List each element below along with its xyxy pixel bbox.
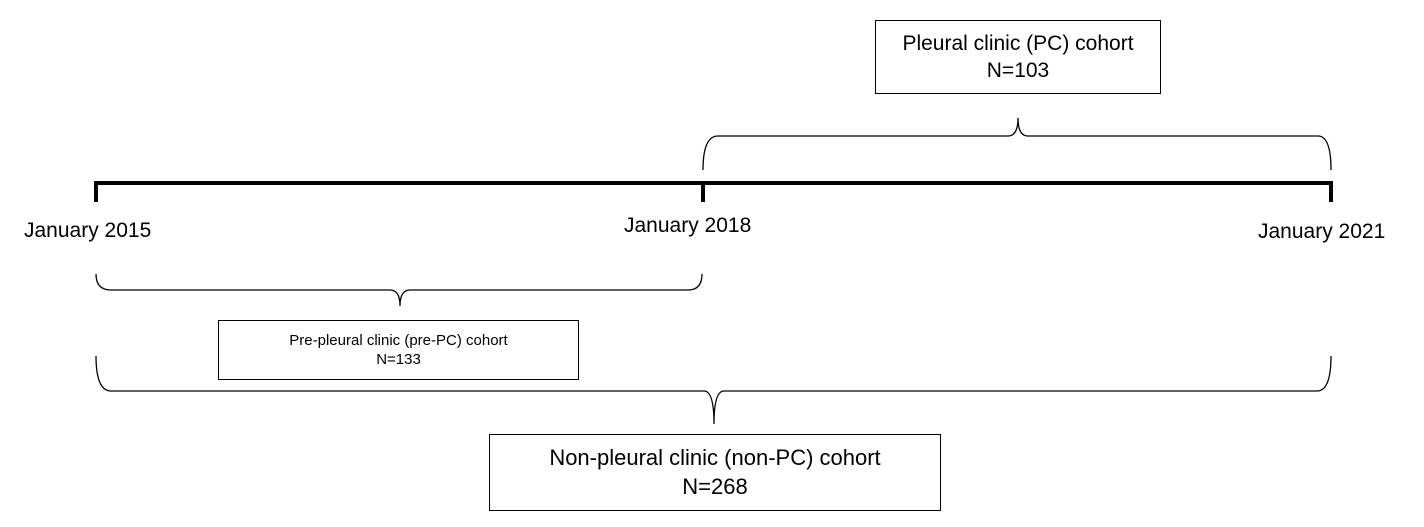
- pc-cohort-count: N=103: [986, 59, 1050, 82]
- non-pc-cohort-title: Non-pleural clinic (non-PC) cohort: [549, 444, 881, 470]
- pre-pc-cohort-count: N=133: [376, 351, 421, 368]
- pre-pc-cohort-title: Pre-pleural clinic (pre-PC) cohort: [289, 331, 508, 349]
- non-pc-cohort-count: N=268: [682, 473, 748, 499]
- date-label-january-2021: January 2021: [1258, 220, 1386, 243]
- date-label-january-2018: January 2018: [624, 214, 752, 237]
- pc-cohort-title: Pleural clinic (PC) cohort: [902, 31, 1134, 55]
- non-pc-cohort-box: Non-pleural clinic (non-PC) cohort N=268: [489, 434, 941, 511]
- pre-pc-cohort-brace: [95, 273, 703, 307]
- pre-pc-cohort-box: Pre-pleural clinic (pre-PC) cohort N=133: [218, 320, 579, 380]
- pc-cohort-brace: [702, 117, 1332, 171]
- date-label-january-2015: January 2015: [24, 219, 152, 242]
- non-pc-cohort-brace: [95, 355, 1332, 425]
- pc-cohort-box: Pleural clinic (PC) cohort N=103: [875, 20, 1161, 94]
